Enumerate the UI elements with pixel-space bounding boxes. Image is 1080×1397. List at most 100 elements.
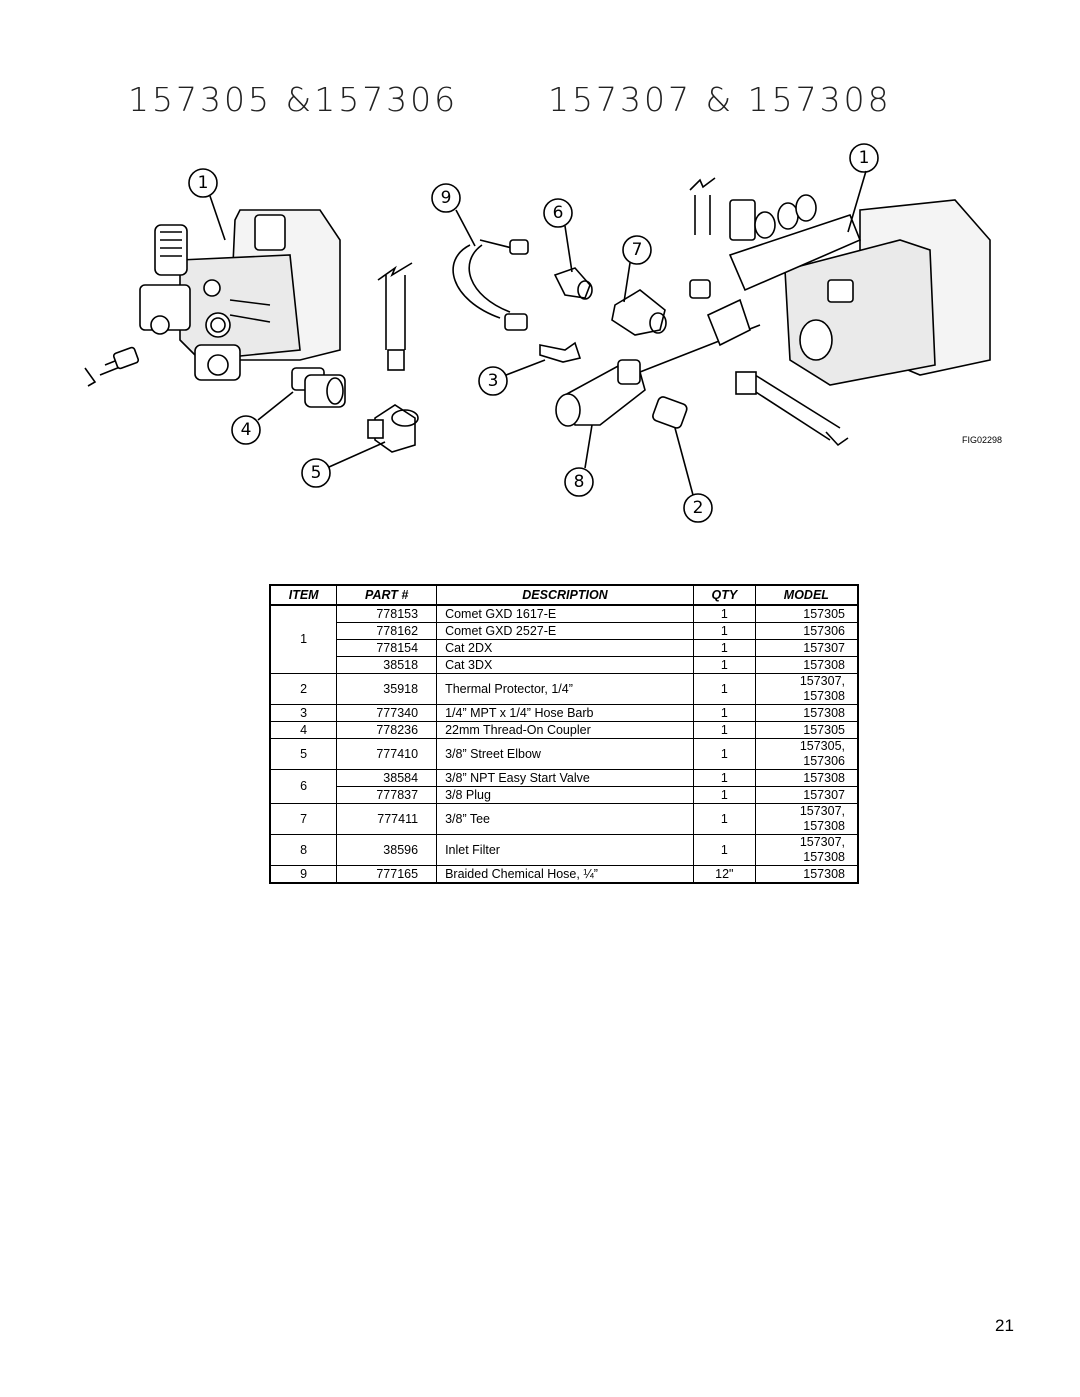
model-title-right: 157307 & 157308: [548, 80, 892, 119]
cell-model: 157307: [754, 639, 859, 657]
cell-qty: 1: [692, 786, 756, 804]
cell-part: 38596: [336, 834, 438, 866]
pump-left-illustration: [84, 209, 341, 387]
cell-model: 157307, 157308: [754, 673, 859, 705]
easy-start-valve-illustration: [553, 267, 593, 300]
cell-qty: 1: [692, 604, 756, 623]
callout-1-right: 1: [859, 148, 870, 168]
cell-part: 35918: [336, 673, 438, 705]
cell-qty: 1: [692, 639, 756, 657]
cell-part: 777340: [336, 704, 438, 722]
cell-model: 157307, 157308: [754, 803, 859, 835]
cell-desc: Comet GXD 2527-E: [436, 622, 694, 640]
header-model: MODEL: [754, 584, 859, 606]
cell-qty: 1: [692, 656, 756, 674]
cell-desc: 3/8” Tee: [436, 803, 694, 835]
header-description: DESCRIPTION: [436, 584, 694, 606]
cell-item: 5: [269, 738, 338, 770]
cell-item: 3: [269, 704, 338, 722]
cell-qty: 1: [692, 803, 756, 835]
cell-desc: Thermal Protector, 1/4”: [436, 673, 694, 705]
callout-9: 9: [441, 188, 452, 208]
cell-desc: 3/8 Plug: [436, 786, 694, 804]
cell-item: 6: [269, 769, 338, 804]
cell-qty: 1: [692, 673, 756, 705]
chemical-hose-illustration: [452, 239, 529, 331]
cell-qty: 1: [692, 721, 756, 739]
cell-part: 778154: [336, 639, 438, 657]
cell-model: 157308: [754, 656, 859, 674]
cell-qty: 1: [692, 622, 756, 640]
coupler-illustration: [291, 367, 346, 408]
cell-part: 38518: [336, 656, 438, 674]
cell-part: 777411: [336, 803, 438, 835]
cell-item: 2: [269, 673, 338, 705]
cell-desc: 3/8” Street Elbow: [436, 738, 694, 770]
cell-qty: 12": [692, 865, 756, 884]
callout-7: 7: [632, 240, 643, 260]
cell-part: 777165: [336, 865, 438, 884]
cell-model: 157308: [754, 865, 859, 884]
pipe-illustration: [377, 262, 413, 371]
cell-desc: Braided Chemical Hose, ¼”: [436, 865, 694, 884]
header-item: ITEM: [269, 584, 338, 606]
exploded-parts-diagram: 1 9 6 7 1 3 4 5 8 2 FIG02298: [84, 143, 1002, 523]
cell-item: 7: [269, 803, 338, 835]
inlet-filter-illustration: [555, 324, 761, 427]
cell-item: 1: [269, 604, 338, 674]
cell-model: 157307, 157308: [754, 834, 859, 866]
cell-model: 157305: [754, 721, 859, 739]
cell-qty: 1: [692, 738, 756, 770]
cell-model: 157306: [754, 622, 859, 640]
cell-model: 157308: [754, 704, 859, 722]
cell-item: 4: [269, 721, 338, 739]
thermal-protector-illustration: [652, 396, 688, 429]
cell-item: 9: [269, 865, 338, 884]
cell-desc: Inlet Filter: [436, 834, 694, 866]
callout-2: 2: [693, 498, 704, 518]
cell-desc: 3/8” NPT Easy Start Valve: [436, 769, 694, 787]
header-part: PART #: [336, 584, 438, 606]
hose-barb-illustration: [539, 341, 582, 363]
cell-desc: 1/4” MPT x 1/4” Hose Barb: [436, 704, 694, 722]
cell-desc: 22mm Thread-On Coupler: [436, 721, 694, 739]
callout-1-left: 1: [198, 173, 209, 193]
cell-model: 157305: [754, 604, 859, 623]
callout-3: 3: [488, 371, 499, 391]
callout-5: 5: [311, 463, 322, 483]
cell-item: 8: [269, 834, 338, 866]
callout-4: 4: [241, 420, 252, 440]
tee-illustration: [611, 289, 667, 336]
cell-part: 777837: [336, 786, 438, 804]
cell-model: 157308: [754, 769, 859, 787]
cell-qty: 1: [692, 704, 756, 722]
cell-model: 157307: [754, 786, 859, 804]
cell-part: 778236: [336, 721, 438, 739]
street-elbow-illustration: [367, 404, 419, 453]
model-title-left: 157305 &157306: [128, 80, 459, 119]
cell-qty: 1: [692, 834, 756, 866]
cell-desc: Cat 2DX: [436, 639, 694, 657]
cell-desc: Comet GXD 1617-E: [436, 604, 694, 623]
cell-part: 778153: [336, 604, 438, 623]
cell-model: 157305, 157306: [754, 738, 859, 770]
cell-part: 38584: [336, 769, 438, 787]
pump-right-illustration: [689, 177, 991, 447]
cell-part: 777410: [336, 738, 438, 770]
